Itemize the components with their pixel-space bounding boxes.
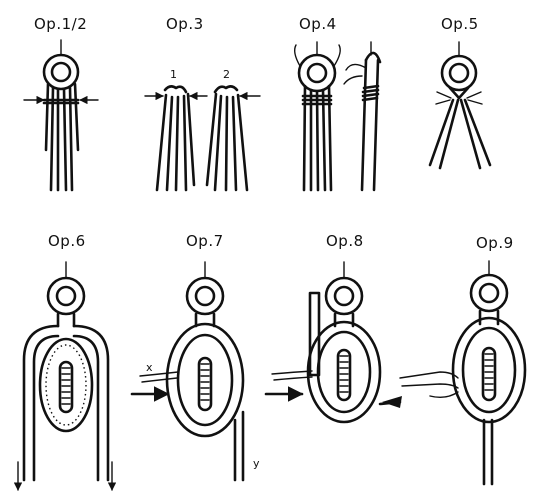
step-label: Op.4: [299, 15, 337, 33]
step-label: Op.6: [48, 232, 86, 250]
eye-loop-drawing: [18, 262, 112, 490]
step-label: Op.3: [166, 15, 204, 33]
end-mark-x: x: [146, 361, 153, 374]
step-label: Op.8: [326, 232, 364, 250]
step-op-6: Op.6: [18, 232, 112, 490]
strand-bundle-2: [207, 86, 260, 190]
step-label: Op.1/2: [34, 15, 87, 33]
step-op-4: Op.4: [295, 15, 380, 190]
eye-loop-drawing: [430, 42, 490, 168]
eye-loop-drawing: [400, 261, 525, 484]
step-label: Op.7: [186, 232, 224, 250]
side-view-drawing: [344, 42, 380, 190]
step-op-1-2: Op.1/2: [24, 15, 98, 190]
eye-loop-drawing: [266, 262, 402, 422]
strand-bundle-1: [145, 86, 207, 190]
step-op-3: Op.3 1 2: [145, 15, 260, 190]
eye-loop-drawing: [24, 40, 98, 190]
step-op-7: Op.7 x y: [132, 232, 260, 480]
strand-mark-1: 1: [170, 68, 177, 81]
eye-loop-drawing: [295, 42, 341, 190]
step-op-9: Op.9: [400, 234, 525, 484]
strand-mark-2: 2: [223, 68, 230, 81]
step-op-5: Op.5: [430, 15, 490, 168]
end-mark-y: y: [253, 457, 260, 470]
step-op-8: Op.8: [266, 232, 402, 422]
step-label: Op.9: [476, 234, 514, 252]
step-label: Op.5: [441, 15, 479, 33]
